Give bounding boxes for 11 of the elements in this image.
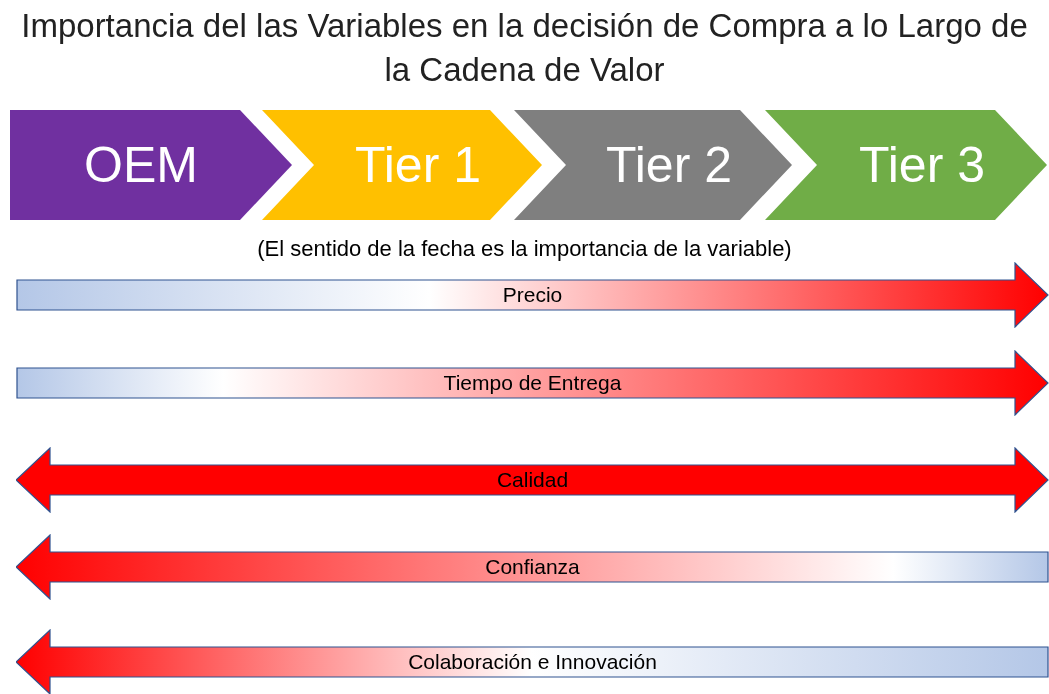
variable-label: Colaboración e Innovación <box>408 650 657 674</box>
step-label: OEM <box>84 136 198 194</box>
step-label: Tier 1 <box>355 136 481 194</box>
step-label: Tier 3 <box>859 136 985 194</box>
variable-label: Calidad <box>496 468 569 492</box>
note-text: (El sentido de la fecha es la importancia de la variable) <box>256 236 793 262</box>
step-label: Tier 2 <box>606 136 732 194</box>
diagram-title: Importancia del las Variables en la decisión de Compra a lo Largo de la Cadena de Valor <box>20 6 1029 90</box>
variable-label: Tiempo de Entrega <box>443 371 622 395</box>
variable-label: Precio <box>502 283 563 307</box>
variable-label: Confianza <box>485 555 580 579</box>
